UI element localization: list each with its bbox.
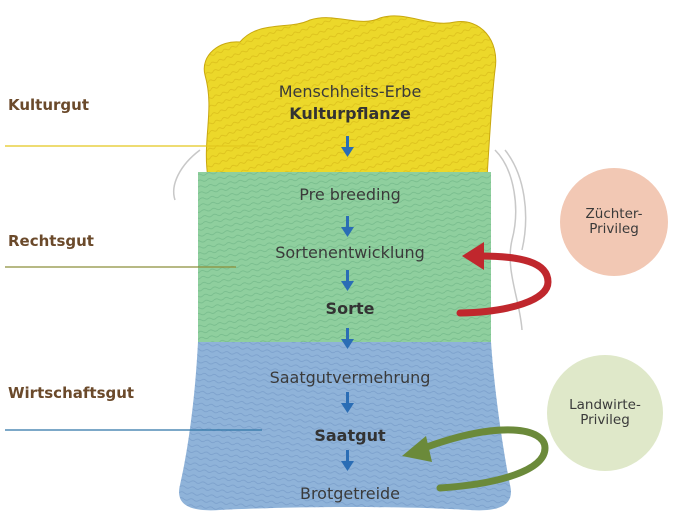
step-brotgetreide: Brotgetreide [205, 484, 495, 503]
step-kulturpflanze: Kulturpflanze [205, 104, 495, 123]
zuechter-privileg-line2: Privileg [589, 222, 639, 237]
step-saatgutvermehrung: Saatgutvermehrung [205, 368, 495, 387]
step-sorte: Sorte [205, 299, 495, 318]
step-menschheitserbe: Menschheits-Erbe [205, 82, 495, 101]
level-label-kulturgut: Kulturgut [8, 96, 89, 114]
level-label-wirtschaftsgut: Wirtschaftsgut [8, 384, 134, 402]
step-pre-breeding: Pre breeding [205, 185, 495, 204]
step-saatgut: Saatgut [205, 426, 495, 445]
zuechter-privileg-bubble: Züchter- Privileg [560, 168, 668, 276]
zuechter-privileg-line1: Züchter- [586, 207, 643, 222]
landwirte-privileg-line2: Privileg [580, 413, 630, 428]
step-sortenentwicklung: Sortenentwicklung [205, 243, 495, 262]
level-label-rechtsgut: Rechtsgut [8, 232, 94, 250]
landwirte-privileg-bubble: Landwirte- Privileg [547, 355, 663, 471]
landwirte-privileg-line1: Landwirte- [569, 398, 641, 413]
